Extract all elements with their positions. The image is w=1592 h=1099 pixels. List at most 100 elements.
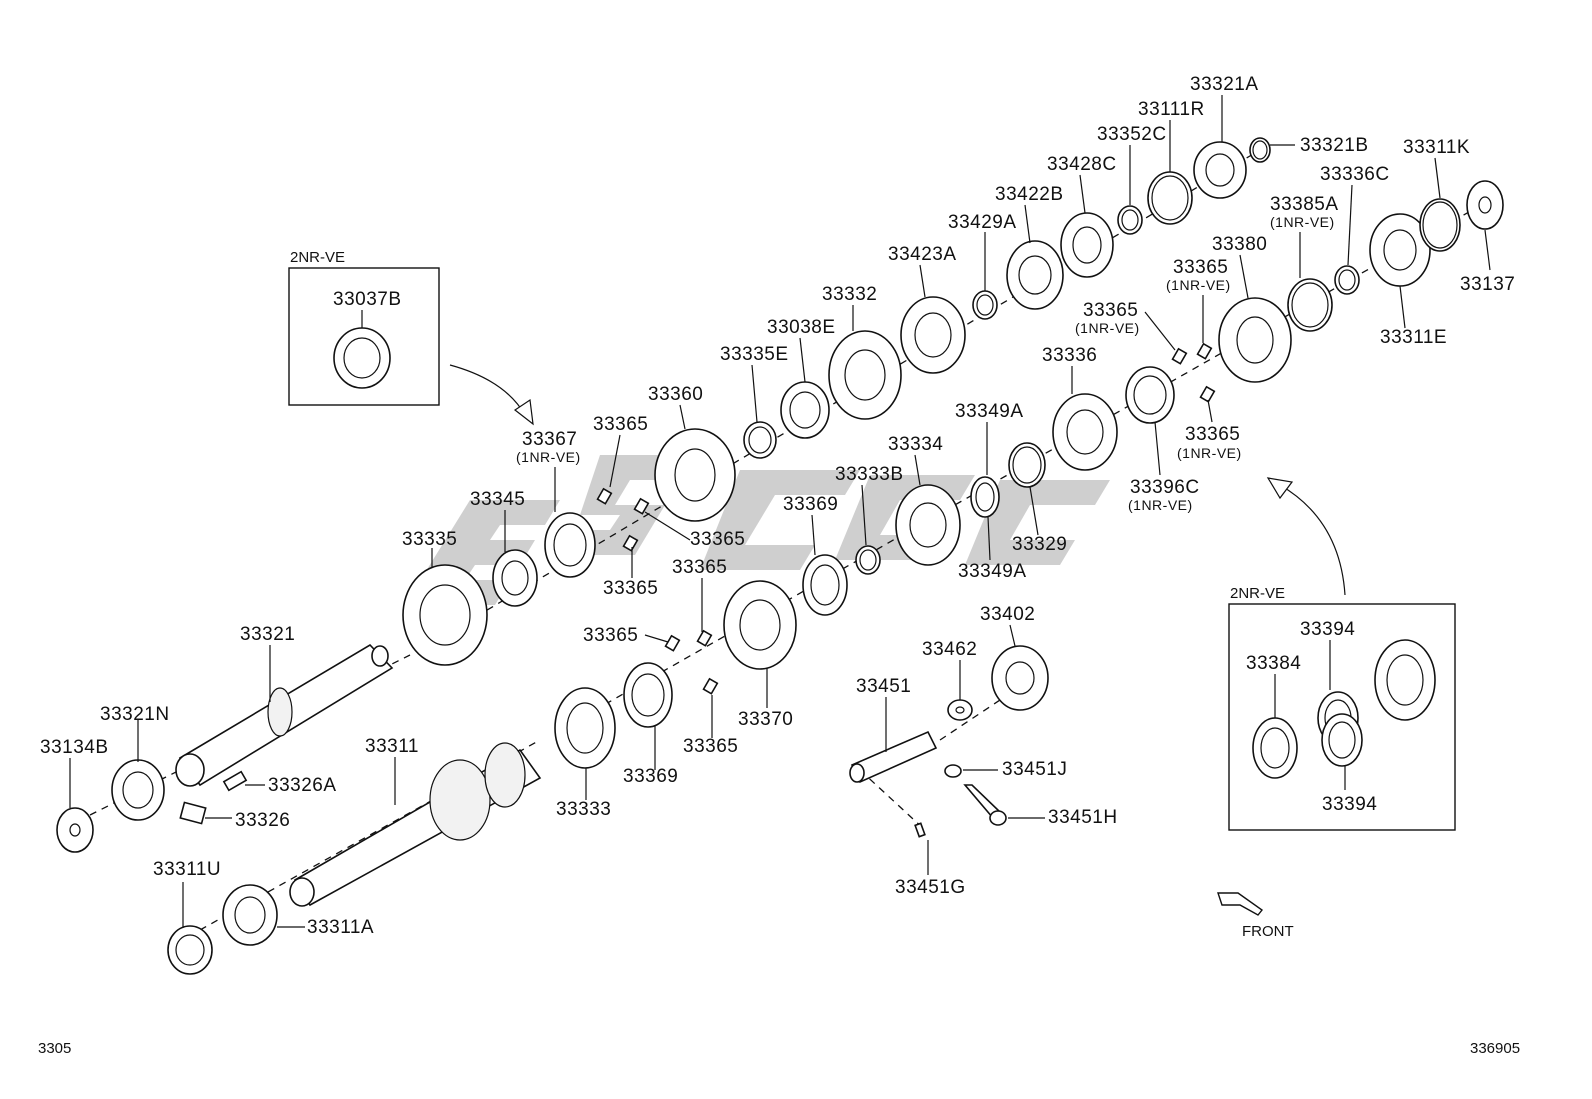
bearing-icon: [1006, 240, 1064, 310]
label-33038E: 33038E: [767, 317, 836, 338]
washer-icon: [944, 764, 962, 778]
bearing-icon: [900, 296, 966, 374]
bolt-icon: [222, 770, 248, 792]
shifting-key-icon: [596, 487, 613, 505]
label-33352C: 33352C: [1097, 124, 1167, 145]
snap-ring-icon: [972, 290, 998, 320]
idler-shaft-icon: [849, 730, 938, 784]
snap-ring-icon: [855, 545, 881, 575]
label-33335: 33335: [402, 529, 457, 550]
label-33365-g: 33365: [672, 557, 727, 578]
label-33385A-note: (1NR-VE): [1270, 214, 1335, 230]
label-33336C: 33336C: [1320, 164, 1390, 185]
label-33396C-note: (1NR-VE): [1128, 497, 1193, 513]
inset-right-engine-label: 2NR-VE: [1230, 585, 1285, 602]
bearing-icon: [1193, 141, 1247, 199]
gear-icon: [402, 564, 488, 666]
synchronizer-ring-icon: [1287, 278, 1333, 332]
label-33365-d: 33365: [1185, 424, 1240, 445]
label-33321B: 33321B: [1300, 135, 1369, 156]
snap-ring-icon: [743, 421, 777, 459]
label-33365-a: 33365: [1173, 257, 1228, 278]
label-33367-note: (1NR-VE): [516, 449, 581, 465]
pin-icon: [914, 822, 926, 838]
bearing-icon: [111, 759, 165, 821]
label-33365-b: 33365: [1083, 300, 1138, 321]
label-33311: 33311: [365, 736, 419, 757]
hub-sleeve-icon: [654, 428, 736, 522]
label-33380: 33380: [1212, 234, 1267, 255]
label-33402: 33402: [980, 604, 1035, 625]
snap-ring-icon: [1117, 205, 1143, 235]
label-33422B: 33422B: [995, 184, 1064, 205]
label-33311E: 33311E: [1380, 327, 1447, 348]
washer-icon: [947, 699, 973, 721]
gear-icon: [1052, 393, 1118, 471]
output-shaft-icon: [289, 742, 542, 907]
label-33365-a-note: (1NR-VE): [1166, 277, 1231, 293]
label-33365-b-note: (1NR-VE): [1075, 320, 1140, 336]
washer-icon: [56, 807, 94, 853]
gear-icon: [554, 687, 616, 769]
inset-right-part-left-label: 33384: [1246, 653, 1301, 674]
label-33345: 33345: [470, 489, 525, 510]
label-33365-f: 33365: [603, 578, 658, 599]
label-33451H: 33451H: [1048, 807, 1118, 828]
arrow-right-inset: [1279, 484, 1346, 596]
shifting-key-icon: [1196, 342, 1213, 360]
hub-sleeve-icon: [723, 580, 797, 670]
label-33429A: 33429A: [948, 212, 1017, 233]
bolt-icon: [963, 784, 1007, 826]
snap-ring-icon: [1008, 442, 1046, 488]
label-33137: 33137: [1460, 274, 1515, 295]
label-33311K: 33311K: [1403, 137, 1470, 158]
shifting-key-icon: [696, 629, 713, 647]
bearing-icon: [167, 925, 213, 975]
label-33370: 33370: [738, 709, 793, 730]
hub-sleeve-icon: [1374, 639, 1436, 721]
label-33365-d-note: (1NR-VE): [1177, 445, 1242, 461]
synchronizer-ring-icon: [544, 512, 596, 578]
label-33396C: 33396C: [1130, 477, 1200, 498]
snap-ring-icon: [1249, 137, 1271, 163]
label-33321: 33321: [240, 624, 295, 645]
synchronizer-ring-icon: [1252, 717, 1298, 779]
label-33321N: 33321N: [100, 704, 170, 725]
assembly-axis-lines: [89, 149, 1491, 931]
bearing-icon: [1369, 213, 1431, 287]
label-33360: 33360: [648, 384, 703, 405]
shifting-key-icon: [664, 634, 681, 652]
label-33423A: 33423A: [888, 244, 957, 265]
label-33333: 33333: [556, 799, 611, 820]
inset-right-part-bottom-label: 33394: [1322, 794, 1377, 815]
label-33369-top: 33369: [783, 494, 838, 515]
label-33134B: 33134B: [40, 737, 109, 758]
label-33321A: 33321A: [1190, 74, 1259, 95]
arrow-left-inset: [449, 364, 526, 416]
label-33451G: 33451G: [895, 877, 966, 898]
synchronizer-ring-icon: [623, 662, 673, 728]
bearing-icon: [492, 549, 538, 607]
leader-lines: [69, 95, 1491, 928]
label-33336: 33336: [1042, 345, 1097, 366]
inset-box-left: 2NR-VE 33037B: [288, 249, 440, 406]
bearing-icon: [1060, 212, 1114, 278]
label-33365-h: 33365: [583, 625, 638, 646]
input-shaft-icon: [175, 643, 394, 787]
shifting-key-icon: [1199, 385, 1216, 403]
inset-box-right: 2NR-VE 33394 33384 33394: [1228, 585, 1456, 831]
label-33332: 33332: [822, 284, 877, 305]
shifting-key-icon: [633, 497, 650, 515]
label-33367: 33367: [522, 429, 577, 450]
front-label: FRONT: [1242, 923, 1294, 940]
shim-icon: [1419, 198, 1461, 252]
shifting-key-icon: [702, 677, 719, 695]
synchronizer-ring-icon: [333, 327, 391, 389]
snap-ring-icon: [1334, 265, 1360, 295]
shifting-key-icon: [622, 534, 639, 552]
label-33311U: 33311U: [153, 859, 221, 880]
snap-ring-icon: [970, 476, 1000, 518]
label-33365-i: 33365: [683, 736, 738, 757]
